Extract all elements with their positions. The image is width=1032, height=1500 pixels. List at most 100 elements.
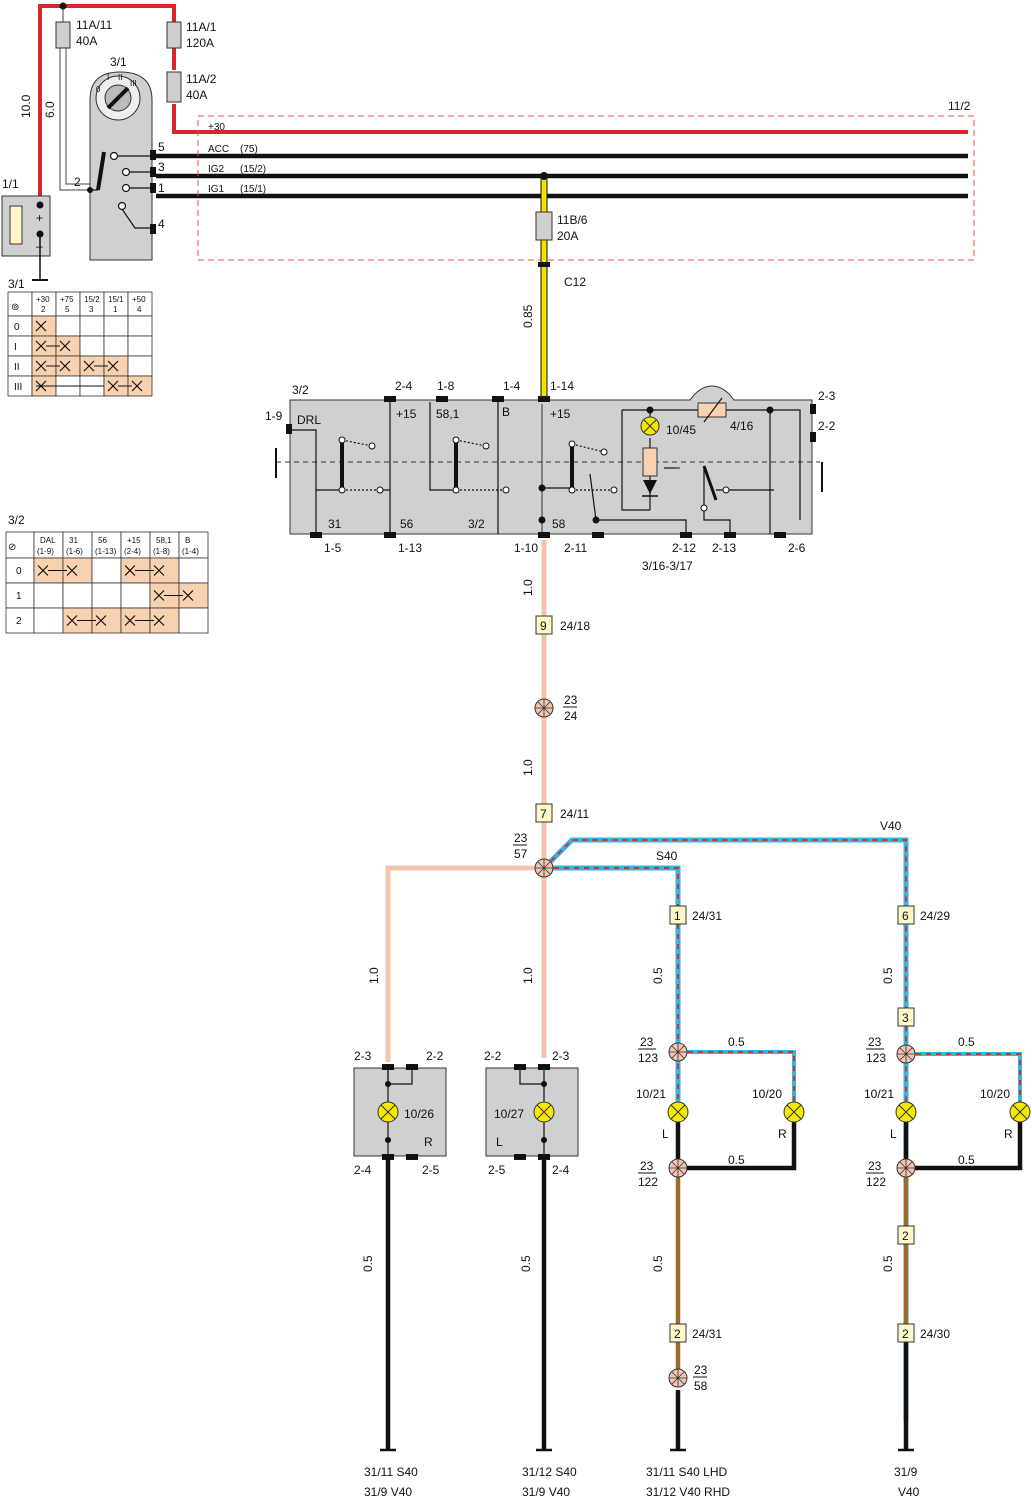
module-58: 58 xyxy=(552,517,566,531)
ground-1-line1: 31/11 S40 xyxy=(364,1465,418,1479)
junction-dot xyxy=(59,2,67,10)
switch-contact-mark xyxy=(107,360,119,372)
ignition-pin-4: 4 xyxy=(158,217,165,231)
switch-contact-mark xyxy=(37,565,49,576)
light-switch-module-box xyxy=(289,385,813,535)
module-contact-dots xyxy=(338,436,618,494)
ignition-switch-box xyxy=(89,71,153,261)
splice-122-s40 xyxy=(668,1158,688,1178)
ground-1-line2: 31/9 V40 xyxy=(364,1485,412,1499)
light-row-label: 1 xyxy=(16,591,22,602)
ign-col-header: +50 xyxy=(132,295,146,304)
lamp-10-20-s40-cross xyxy=(786,1104,802,1120)
splice-24-b: 24 xyxy=(564,709,578,723)
wire-size-05a: 0.5 xyxy=(651,967,665,984)
connector-6 xyxy=(897,905,915,925)
module-junction-a xyxy=(646,406,654,414)
connector-2b-num: 2 xyxy=(674,1327,681,1341)
pin-1-14: 1-14 xyxy=(550,379,574,393)
module-drl: DRL xyxy=(297,413,321,427)
splice-123-s40-b: 123 xyxy=(638,1051,658,1065)
wire-size-05e: 0.5 xyxy=(728,1153,745,1167)
ground-2-line2: 31/9 V40 xyxy=(522,1485,570,1499)
light-col-header: 31 xyxy=(69,536,78,545)
fuse-11a1 xyxy=(166,21,182,49)
switch-contact-mark xyxy=(66,615,78,626)
ign-row-label: I xyxy=(14,342,17,353)
pin-1-9: 1-9 xyxy=(265,409,283,423)
light-row-label: 0 xyxy=(16,566,22,577)
pin-2-2: 2-2 xyxy=(818,419,836,433)
module-56: 56 xyxy=(400,517,414,531)
module-junction-c xyxy=(592,516,600,524)
fuse-11b6-id: 11B/6 xyxy=(557,213,588,227)
pin-1-4: 1-4 xyxy=(503,379,521,393)
wire-size-10: 10.0 xyxy=(19,94,33,118)
ground-3-line2: 31/12 V40 RHD xyxy=(646,1485,730,1499)
connector-c12-stub xyxy=(538,262,550,267)
bus-acc-code: (75) xyxy=(240,144,258,155)
module-b: B xyxy=(502,405,510,419)
switch-contact-mark xyxy=(83,360,95,372)
switch-contact-mark xyxy=(35,360,47,372)
pin-2-3: 2-3 xyxy=(818,389,836,403)
bus-ig1-label: IG1 xyxy=(208,184,225,195)
lamp-10-26-dot-b xyxy=(385,1137,391,1143)
connector-9-num: 9 xyxy=(540,619,547,633)
battery-label: 1/1 xyxy=(2,177,19,191)
lamp-10-20-s40-label: 10/20 xyxy=(752,1087,782,1101)
fuse-11a2-id: 11A/2 xyxy=(186,72,217,86)
ign-row-label: II xyxy=(14,362,20,373)
module-p15b: +15 xyxy=(550,407,571,421)
ign-col-header: +30 xyxy=(36,295,50,304)
wire-size-05c: 0.5 xyxy=(728,1035,745,1049)
splice-24-a: 23 xyxy=(564,693,578,707)
connector-2b xyxy=(669,1323,687,1343)
lamp-10-45-label: 10/45 xyxy=(666,423,696,437)
lamp-10-26-pin-24: 2-4 xyxy=(354,1163,372,1177)
resistor-icon xyxy=(642,447,658,477)
branch-v40-label: V40 xyxy=(880,819,902,833)
lamp-10-45-cross xyxy=(643,419,657,433)
switch-contact-mark xyxy=(35,380,47,392)
lamp-10-27-pin-25: 2-5 xyxy=(488,1163,506,1177)
splice-123-s40-a: 23 xyxy=(640,1035,654,1049)
pin-1-8: 1-8 xyxy=(437,379,455,393)
connector-6-ref: 24/29 xyxy=(920,909,950,923)
splice-58-a: 23 xyxy=(694,1363,708,1377)
fuse-11a11 xyxy=(55,21,71,49)
switch-contact-mark xyxy=(182,590,194,601)
splice-123-v40-b: 123 xyxy=(866,1051,886,1065)
lamp-10-26-pin-25: 2-5 xyxy=(422,1163,440,1177)
wire-size-1d: 1.0 xyxy=(521,967,535,984)
led-icon xyxy=(643,480,657,494)
pin-1-13: 1-13 xyxy=(398,541,422,555)
splice-123-v40 xyxy=(896,1044,916,1064)
lamp-10-21-v40-label: 10/21 xyxy=(864,1087,894,1101)
light-col-pin: (1-13) xyxy=(95,547,117,556)
ignition-pin-stubs xyxy=(150,150,156,234)
rheostat-arrow xyxy=(703,397,723,423)
battery-plus: + xyxy=(36,211,43,225)
pin-1-10: 1-10 xyxy=(514,541,538,555)
splice-122-v40-a: 23 xyxy=(868,1159,882,1173)
module-581: 58,1 xyxy=(436,407,460,421)
wire-size-1b: 1.0 xyxy=(521,759,535,776)
ign-row-label: III xyxy=(14,382,22,393)
module-p15: +15 xyxy=(396,407,417,421)
lamp-10-26-cross xyxy=(380,1104,396,1120)
wire-size-05f: 0.5 xyxy=(958,1153,975,1167)
wire-size-05h: 0.5 xyxy=(519,1255,533,1272)
fuse-11a1-id: 11A/1 xyxy=(186,20,217,34)
lamp-10-27-L: L xyxy=(496,1135,503,1149)
key-mark-II: II xyxy=(118,73,122,82)
module-11-2-boundary xyxy=(197,115,975,261)
wire-size-1c: 1.0 xyxy=(367,967,381,984)
wire-size-085: 0.85 xyxy=(521,304,535,328)
splice-58 xyxy=(668,1368,688,1388)
connector-3-num: 3 xyxy=(902,1011,909,1025)
lamp-10-21-v40-cross xyxy=(898,1104,914,1120)
wire-size-05j: 0.5 xyxy=(881,1255,895,1272)
splice-123-s40 xyxy=(668,1042,688,1062)
connector-1-num: 1 xyxy=(674,909,681,923)
